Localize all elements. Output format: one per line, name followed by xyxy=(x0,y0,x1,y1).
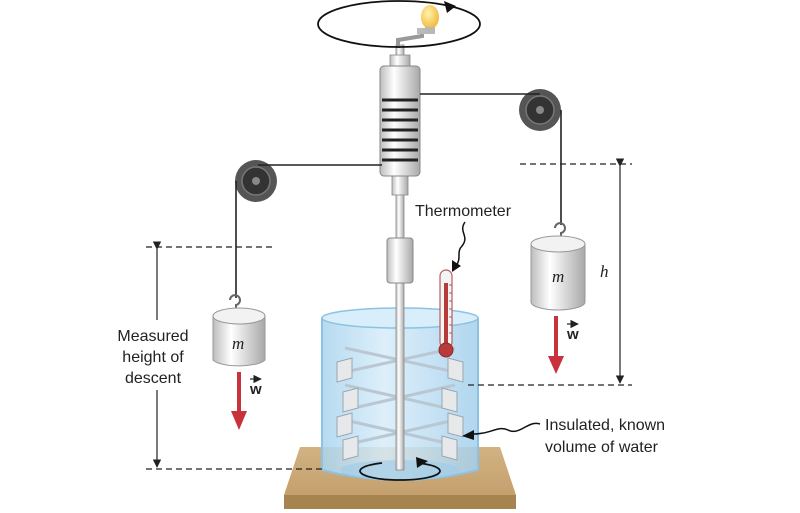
strings xyxy=(235,93,562,298)
thermometer xyxy=(438,269,454,358)
paddle-rotation-arrow xyxy=(359,457,441,481)
pulley-right xyxy=(519,89,561,131)
measured-label-line1: Measured xyxy=(117,328,188,345)
measured-label-line3: descent xyxy=(125,370,182,387)
insulated-pointer xyxy=(462,422,541,440)
weight-right: w xyxy=(566,319,579,343)
winding-drum xyxy=(379,54,421,177)
weight-arrow-right xyxy=(548,316,564,374)
measured-height-label: Measured height of descent xyxy=(106,320,198,390)
crank-handle xyxy=(396,28,427,48)
paddle-vanes xyxy=(336,357,464,461)
mass-left xyxy=(212,294,266,367)
thermometer-pointer xyxy=(452,221,466,272)
mass-right-label: m xyxy=(552,267,564,286)
pulley-left xyxy=(235,160,277,202)
measured-label-line2: height of xyxy=(122,349,184,366)
mass-right xyxy=(530,222,586,311)
height-label: h xyxy=(600,262,609,281)
weight-left: w xyxy=(249,374,262,398)
light-bulb-icon xyxy=(421,5,439,34)
insulated-label-line1: Insulated, known xyxy=(545,417,665,434)
mass-left-label: m xyxy=(232,334,244,353)
weight-left-label: w xyxy=(249,381,262,398)
height-dimension-right xyxy=(468,158,632,386)
thermometer-label: Thermometer xyxy=(415,203,512,220)
crank-rotation-arrow xyxy=(317,0,481,48)
insulated-label-line2: volume of water xyxy=(545,439,659,456)
weight-arrow-left xyxy=(231,372,247,430)
weight-right-label: w xyxy=(566,326,579,343)
